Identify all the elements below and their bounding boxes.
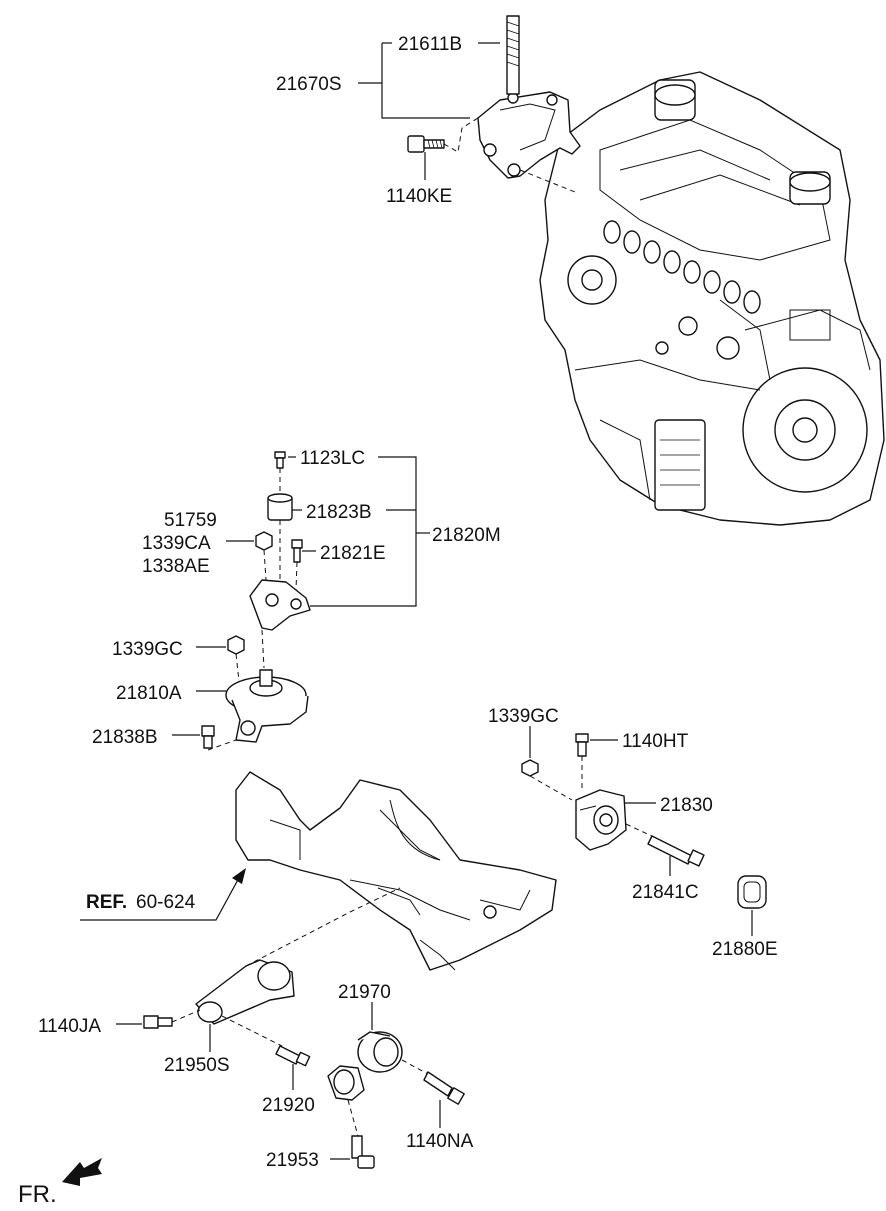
- bolt-1140KE[interactable]: [407, 135, 445, 153]
- bolt-21841C[interactable]: [647, 835, 705, 867]
- label-21841C[interactable]: 21841C: [632, 882, 699, 903]
- engine-illustration: [539, 71, 885, 526]
- label-1140JA[interactable]: 1140JA: [38, 1016, 101, 1037]
- label-21611B[interactable]: 21611B: [398, 34, 462, 55]
- subframe-crossmember: [235, 771, 557, 971]
- bushing-21823B[interactable]: [267, 493, 293, 521]
- label-21823B[interactable]: 21823B: [306, 502, 372, 523]
- label-21953[interactable]: 21953: [266, 1150, 319, 1171]
- label-1339GC-right[interactable]: 1339GC: [488, 706, 559, 727]
- label-1339CA[interactable]: 1339CA: [142, 533, 211, 554]
- label-1140HT[interactable]: 1140HT: [622, 731, 689, 752]
- label-1338AE[interactable]: 1338AE: [142, 556, 210, 577]
- mount-21810A[interactable]: [225, 669, 309, 743]
- label-21810A[interactable]: 21810A: [116, 683, 182, 704]
- label-1339GC-left[interactable]: 1339GC: [112, 639, 183, 660]
- bolt-21821E[interactable]: [291, 539, 303, 563]
- bolt-1140NA[interactable]: [423, 1071, 465, 1105]
- cover-21880E[interactable]: [737, 875, 767, 909]
- ref-prefix[interactable]: REF.: [86, 892, 127, 913]
- front-direction-label: FR.: [18, 1181, 57, 1208]
- bushing-21970[interactable]: [357, 1031, 403, 1073]
- label-21670S[interactable]: 21670S: [276, 74, 342, 95]
- label-21821E[interactable]: 21821E: [320, 543, 386, 564]
- label-21820M[interactable]: 21820M: [432, 525, 501, 546]
- bolt-1123LC[interactable]: [274, 451, 286, 469]
- label-21950S[interactable]: 21950S: [164, 1055, 230, 1076]
- bolt-21838B[interactable]: [201, 725, 215, 749]
- ref-arrow-head: [232, 868, 246, 884]
- front-arrow-icon: [62, 1158, 102, 1186]
- bolt-1140JA[interactable]: [143, 1015, 173, 1029]
- label-21880E[interactable]: 21880E: [712, 939, 778, 960]
- label-1123LC[interactable]: 1123LC: [300, 448, 365, 469]
- label-21970[interactable]: 21970: [338, 982, 391, 1003]
- label-21838B[interactable]: 21838B: [92, 727, 158, 748]
- ref-number[interactable]: 60-624: [136, 892, 196, 913]
- stud-bolt-21611B[interactable]: [506, 15, 520, 95]
- bracket-21670S[interactable]: [477, 91, 581, 179]
- bracket-21953[interactable]: [327, 1065, 365, 1101]
- leader-lines: [80, 42, 753, 1160]
- bracket-upper-mount[interactable]: [249, 579, 311, 631]
- bolt-21920[interactable]: [275, 1045, 311, 1067]
- label-21830[interactable]: 21830: [660, 795, 713, 816]
- label-51759[interactable]: 51759: [164, 510, 217, 531]
- mount-21830[interactable]: [575, 789, 627, 851]
- nut-1339GC-left[interactable]: [227, 635, 245, 655]
- bolt-21953[interactable]: [351, 1135, 375, 1169]
- rod-21950S[interactable]: [195, 959, 295, 1025]
- label-1140NA[interactable]: 1140NA: [406, 1131, 474, 1152]
- label-21920[interactable]: 21920: [262, 1095, 315, 1116]
- nut-1339CA[interactable]: [255, 531, 273, 551]
- nut-1339GC-right[interactable]: [521, 759, 539, 777]
- bolt-1140HT[interactable]: [575, 733, 589, 757]
- label-1140KE[interactable]: 1140KE: [386, 186, 452, 207]
